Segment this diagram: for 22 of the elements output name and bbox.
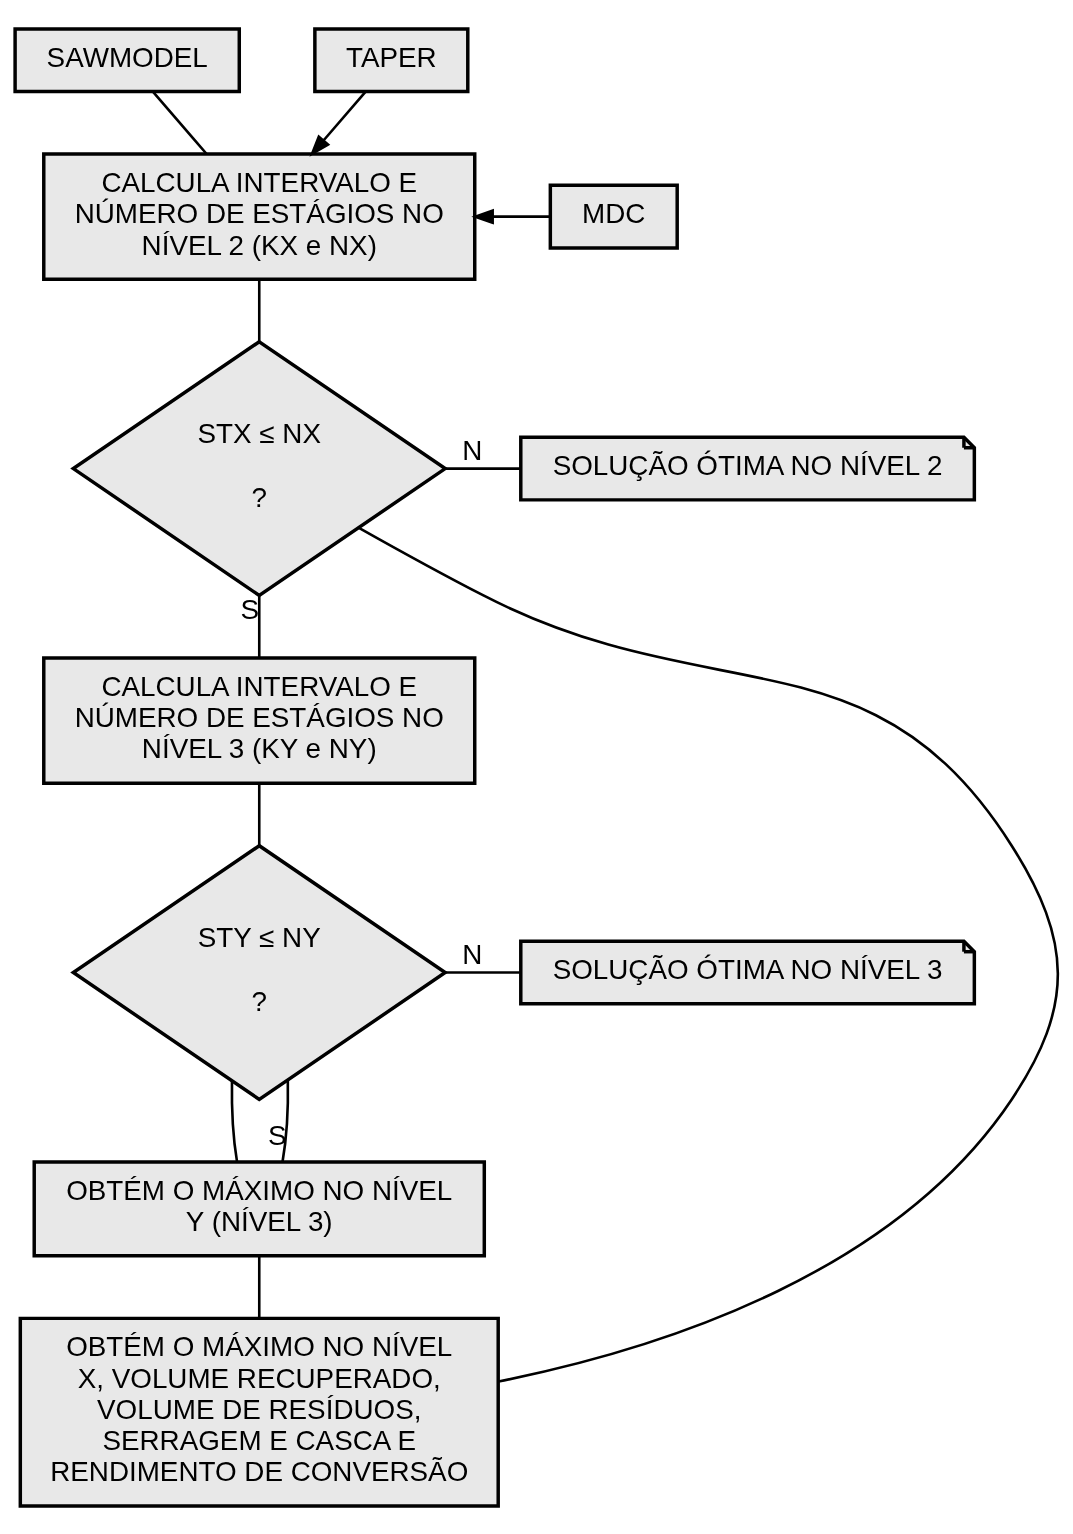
node-box: TAPER xyxy=(313,26,470,93)
connector xyxy=(281,1080,290,1162)
edge-label: N xyxy=(462,938,483,970)
connector xyxy=(257,1255,261,1318)
connector xyxy=(257,279,261,342)
connector xyxy=(358,526,1059,1383)
connector xyxy=(445,466,521,470)
node-box: SAWMODEL xyxy=(13,26,241,93)
arrow xyxy=(471,208,550,225)
edge-label: S xyxy=(268,1119,287,1151)
connector xyxy=(152,90,208,155)
node-box: CALCULA INTERVALO E NÚMERO DE ESTÁGIOS NO NÍVEL 3 (KY e NY) xyxy=(42,655,477,785)
connector xyxy=(230,1080,239,1162)
connector xyxy=(257,783,261,845)
node-box: OBTÉM O MÁXIMO NO NÍVEL Y (NÍVEL 3) xyxy=(32,1159,487,1258)
node-box: CALCULA INTERVALO E NÚMERO DE ESTÁGIOS NO NÍVEL 2 (KX e NX) xyxy=(42,151,477,281)
connector xyxy=(445,970,521,974)
node-box: MDC xyxy=(548,183,679,250)
connector xyxy=(257,595,261,658)
edge-label: N xyxy=(462,434,483,466)
arrow xyxy=(309,90,367,157)
node-box: OBTÉM O MÁXIMO NO NÍVEL X, VOLUME RECUPERADO, VOLUME DE RESÍDUOS, SERRAGEM E CASCA E RENDIMENTO DE CONVERSÃO xyxy=(18,1316,500,1508)
